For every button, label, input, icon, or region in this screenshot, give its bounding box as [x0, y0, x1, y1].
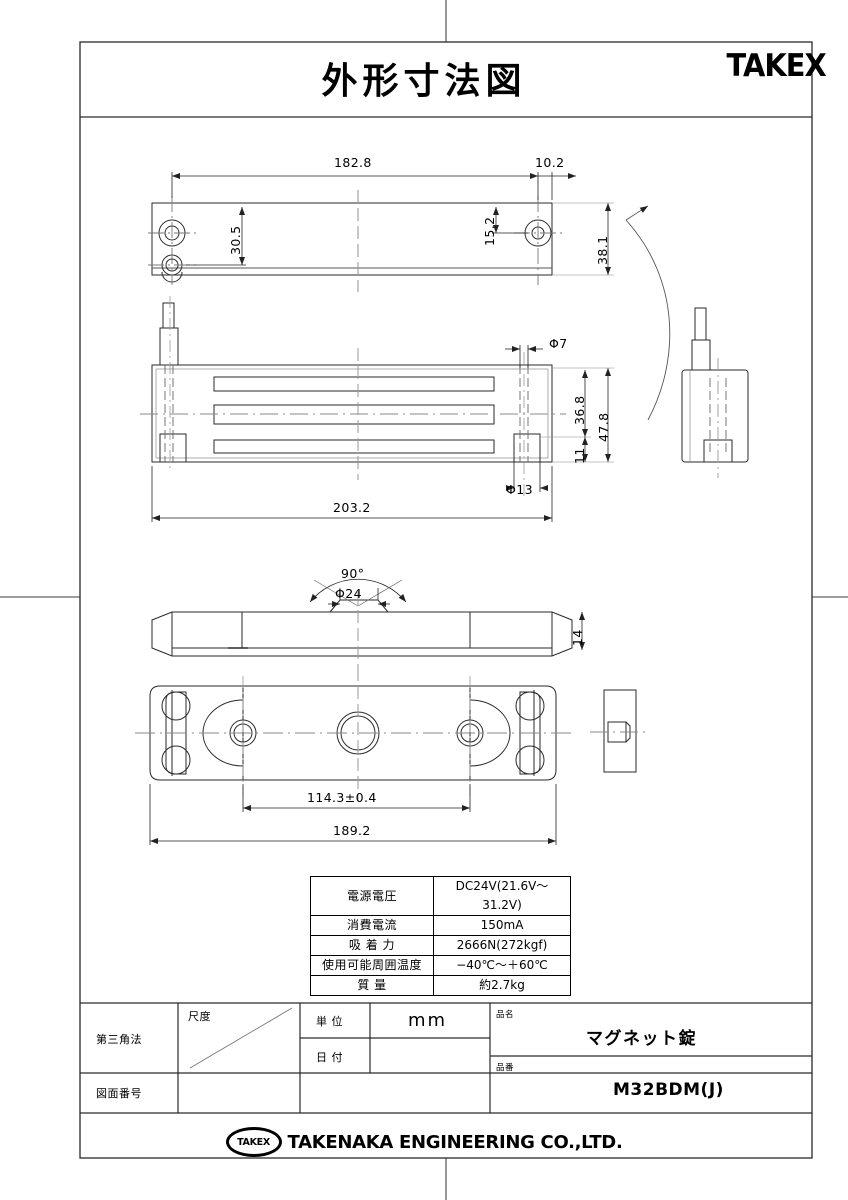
title-block-grid	[80, 1002, 812, 1114]
drawing-number-label: 図面番号	[96, 1087, 142, 1100]
spec-value: 約2.7kg	[433, 975, 571, 996]
spec-value: DC24V(21.6V〜31.2V)	[433, 876, 571, 916]
spec-label: 吸 着 力	[310, 935, 434, 956]
dim-front-height-low: 11	[572, 447, 587, 464]
spec-row: 使用可能周囲温度 −40℃〜＋60℃	[310, 955, 571, 976]
spec-row: 電源電圧 DC24V(21.6V〜31.2V)	[310, 876, 571, 916]
product-name-label: 品名	[496, 1010, 515, 1020]
spec-row: 消費電流 150mA	[310, 915, 571, 936]
specification-table: 電源電圧 DC24V(21.6V〜31.2V) 消費電流 150mA 吸 着 力…	[310, 876, 571, 996]
dim-front-hole-small: Φ7	[549, 336, 568, 351]
product-name-value: マグネット錠	[586, 1029, 697, 1049]
top-view-dimensions	[171, 172, 614, 276]
armature-plan-geometry	[135, 668, 572, 800]
armature-edge-geometry	[151, 592, 573, 668]
takex-oval-logo-icon: TAKEX	[225, 1127, 282, 1157]
unit-label: 単 位	[316, 1015, 343, 1028]
page-title: 外形寸法図	[321, 61, 527, 102]
armature-side-geometry	[590, 689, 650, 773]
takex-brand-logo: TAKEX	[726, 48, 827, 84]
dim-armature-thickness: 14	[570, 629, 585, 646]
part-number-label: 品番	[496, 1063, 515, 1073]
armature-edge-dimensions	[309, 578, 585, 650]
dim-top-depth: 38.1	[595, 235, 610, 265]
dim-armature-overall-length: 189.2	[333, 823, 371, 838]
front-view-geometry	[140, 296, 566, 500]
dim-armature-hole-pitch: 114.3±0.4	[307, 790, 377, 805]
spec-value: 150mA	[433, 915, 571, 936]
armature-plan-dimensions	[149, 784, 557, 845]
spec-label: 消費電流	[310, 915, 434, 936]
date-label: 日 付	[316, 1051, 343, 1064]
projection-leader	[625, 205, 671, 421]
dim-front-height-inner: 36.8	[572, 395, 587, 425]
projection-method-label: 第三角法	[96, 1033, 142, 1046]
dim-top-hole-y-left: 30.5	[228, 225, 243, 255]
scale-label: 尺度	[188, 1010, 211, 1023]
company-name: TAKENAKA ENGINEERING CO.,LTD.	[287, 1131, 623, 1153]
spec-label: 使用可能周囲温度	[310, 955, 434, 976]
dim-top-hole-y-right: 15.2	[482, 216, 497, 246]
spec-row: 質 量 約2.7kg	[310, 975, 571, 996]
spec-label: 電源電圧	[310, 876, 434, 916]
dim-front-height-outer: 47.8	[596, 412, 611, 442]
dim-top-edge-offset: 10.2	[535, 155, 565, 170]
spec-row: 吸 着 力 2666N(272kgf)	[310, 935, 571, 956]
part-number-value: M32BDM(J)	[613, 1080, 724, 1100]
company-footer: TAKEX TAKENAKA ENGINEERING CO.,LTD.	[0, 1127, 848, 1157]
side-view-geometry	[681, 307, 749, 478]
front-view-dimensions	[151, 345, 614, 522]
spec-value: 2666N(272kgf)	[433, 935, 571, 956]
dim-front-hole-large: Φ13	[506, 482, 533, 497]
sheet-frame	[79, 41, 813, 1159]
dim-front-overall-length: 203.2	[333, 500, 371, 515]
spec-label: 質 量	[310, 975, 434, 996]
dim-armature-bore: Φ24	[335, 586, 362, 601]
top-view-geometry	[148, 190, 562, 292]
spec-value: −40℃〜＋60℃	[433, 955, 571, 976]
unit-value: mm	[408, 1010, 448, 1031]
dim-countersink-angle: 90°	[341, 566, 365, 581]
dim-top-overall: 182.8	[334, 155, 372, 170]
